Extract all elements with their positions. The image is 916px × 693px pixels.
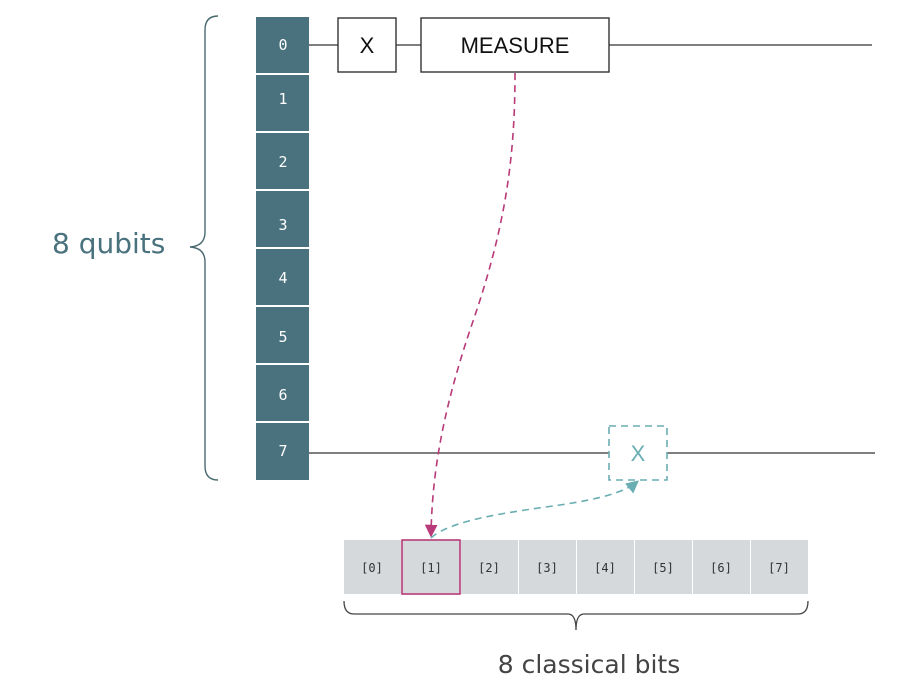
classical-bits-bracket [343, 600, 809, 631]
classical-bit-label: [7] [768, 561, 790, 575]
qubit-label: 7 [278, 442, 287, 460]
classical-bit-cell-highlighted [401, 539, 461, 595]
qubit-label: 3 [278, 216, 287, 234]
qubit-cell [256, 133, 309, 189]
qubits-label: 8 qubits [52, 227, 165, 260]
conditional-arrow [430, 480, 639, 539]
classical-bit-label: [1] [420, 561, 442, 575]
qubit-cell [256, 75, 309, 131]
qubit-label: 0 [278, 36, 287, 54]
qubit-label: 5 [278, 328, 287, 346]
qubits-bracket [189, 15, 219, 481]
classical-bit-label: [5] [652, 561, 674, 575]
classical-bits-label: 8 classical bits [498, 650, 680, 679]
qubit-label: 2 [278, 153, 287, 171]
qubit-cell [256, 307, 309, 363]
classical-bit-label: [0] [361, 561, 383, 575]
classical-bit-cell [461, 540, 518, 594]
classical-bit-label: [2] [478, 561, 500, 575]
measure-arrow [424, 72, 516, 538]
classical-bit-cell [344, 540, 401, 594]
measure-gate: MEASURE [420, 17, 610, 73]
conditional-x-gate-label: X [631, 441, 646, 466]
classical-bit-label: [3] [536, 561, 558, 575]
qubit-cell [256, 423, 309, 480]
qubit-cell [256, 365, 309, 421]
classical-bit-label: [6] [710, 561, 732, 575]
measure-gate-label: MEASURE [461, 33, 570, 58]
classical-register: [0] [1] [2] [3] [4] [5] [6] [7] [344, 539, 808, 595]
x-gate: X [337, 17, 397, 73]
classical-bit-cell [635, 540, 692, 594]
qubit-label: 6 [278, 386, 287, 404]
qubit-label: 1 [278, 90, 287, 108]
qubit-cell [256, 249, 309, 305]
classical-bit-cell [751, 540, 808, 594]
x-gate-label: X [360, 33, 375, 58]
classical-bit-cell [519, 540, 576, 594]
qubit-cell [256, 191, 309, 247]
qubit-cell [256, 17, 309, 73]
classical-bit-label: [4] [594, 561, 616, 575]
conditional-x-gate: X [608, 425, 668, 481]
classical-bit-cell [693, 540, 750, 594]
classical-bit-cell [577, 540, 634, 594]
qubit-label: 4 [278, 269, 287, 287]
qubit-register: 0 1 2 3 4 5 6 7 [256, 17, 309, 480]
